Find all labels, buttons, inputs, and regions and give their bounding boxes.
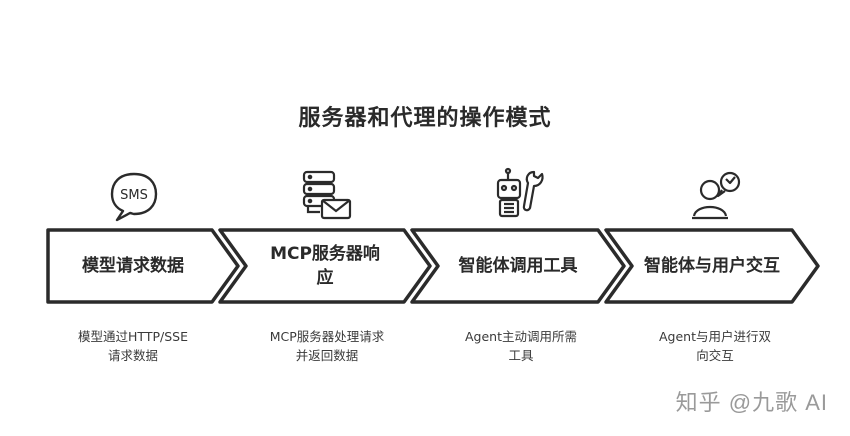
user-chat-icon [692, 171, 741, 220]
step-2-chevron [218, 228, 432, 304]
step-3-description: Agent主动调用所需 工具 [436, 327, 606, 365]
step-3-desc-line1: Agent主动调用所需 [465, 329, 577, 344]
sms-bubble-icon: SMS [110, 172, 158, 222]
step-2-label-line1: MCP服务器响 [270, 244, 380, 264]
step-4-chevron [604, 228, 820, 304]
server-mail-icon [302, 170, 352, 220]
step-3-label-text: 智能体调用工具 [458, 256, 578, 276]
step-1-desc-line2: 请求数据 [107, 348, 158, 363]
watermark: 知乎 @九歌 AI [675, 390, 828, 415]
robot-wrench-icon [496, 167, 544, 218]
step-4-desc-line1: Agent与用户进行双 [659, 329, 771, 344]
step-2-description: MCP服务器处理请求 并返回数据 [242, 327, 412, 365]
step-2-label: MCP服务器响 应 [248, 232, 402, 300]
step-3-label: 智能体调用工具 [440, 232, 596, 300]
step-2-label-line2: 应 [316, 268, 334, 288]
step-1-label: 模型请求数据 [58, 232, 208, 300]
diagram-title: 服务器和代理的操作模式 [298, 106, 552, 131]
step-3-chevron [410, 228, 626, 304]
step-3-desc-line2: 工具 [508, 348, 534, 363]
step-1-description: 模型通过HTTP/SSE 请求数据 [48, 327, 218, 365]
step-4-label-text: 智能体与用户交互 [644, 256, 780, 276]
step-4-label: 智能体与用户交互 [630, 232, 794, 300]
sms-icon-text: SMS [120, 188, 148, 203]
step-2-desc-line1: MCP服务器处理请求 [269, 329, 385, 344]
step-1-chevron [46, 228, 240, 304]
step-2-desc-line2: 并返回数据 [295, 348, 359, 363]
step-1-label-text: 模型请求数据 [82, 256, 184, 276]
step-4-desc-line2: 向交互 [696, 348, 734, 363]
step-1-desc-line1: 模型通过HTTP/SSE [78, 329, 188, 344]
step-4-description: Agent与用户进行双 向交互 [630, 327, 800, 365]
